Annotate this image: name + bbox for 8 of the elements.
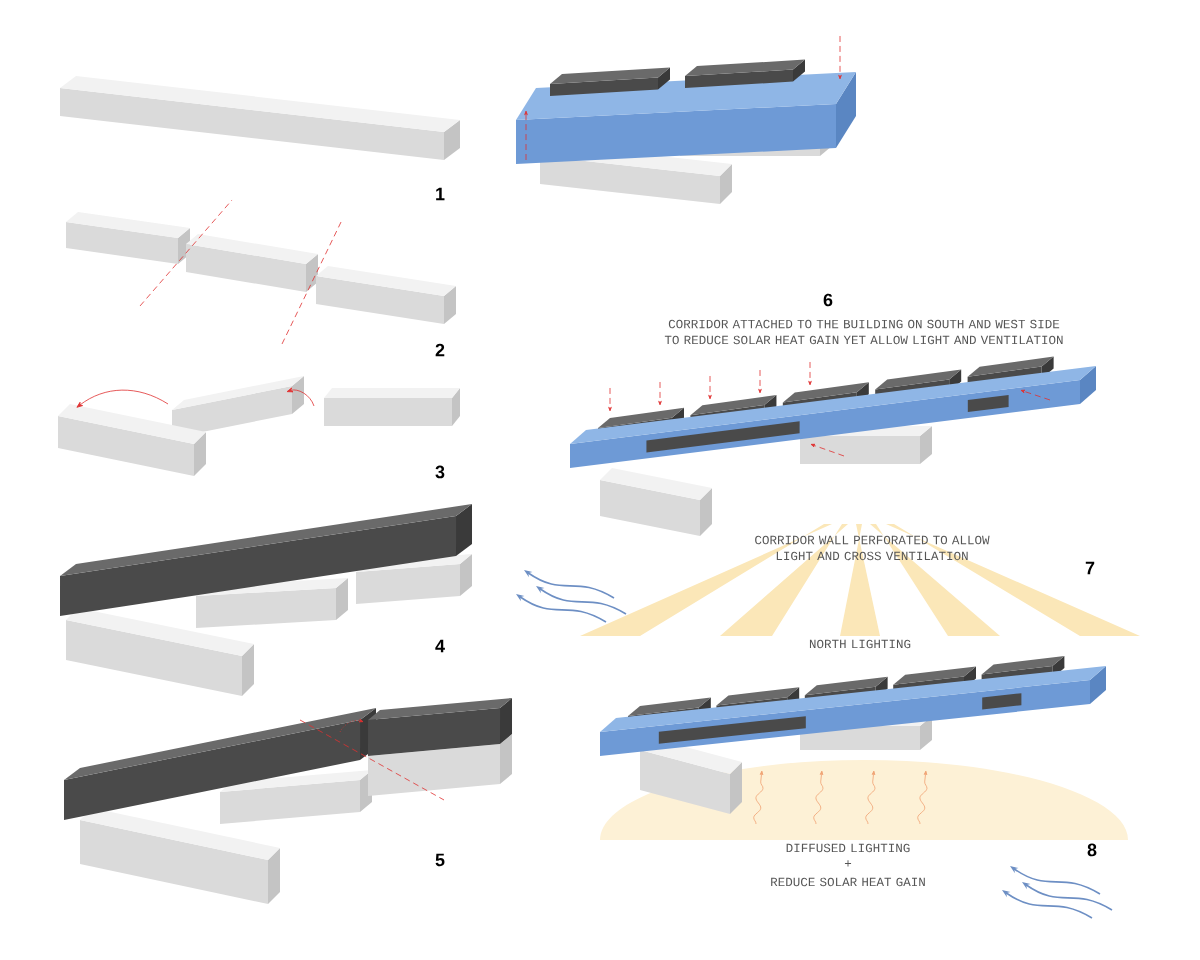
step-number: 3 bbox=[435, 465, 445, 479]
step-number: 4 bbox=[435, 639, 445, 653]
step-number: 8 bbox=[1087, 843, 1097, 857]
step-number: 5 bbox=[435, 853, 445, 867]
step-number: 7 bbox=[1085, 561, 1095, 575]
step-number: 6 bbox=[823, 293, 833, 307]
step-number: 1 bbox=[436, 187, 445, 201]
step-number: 2 bbox=[435, 343, 445, 357]
